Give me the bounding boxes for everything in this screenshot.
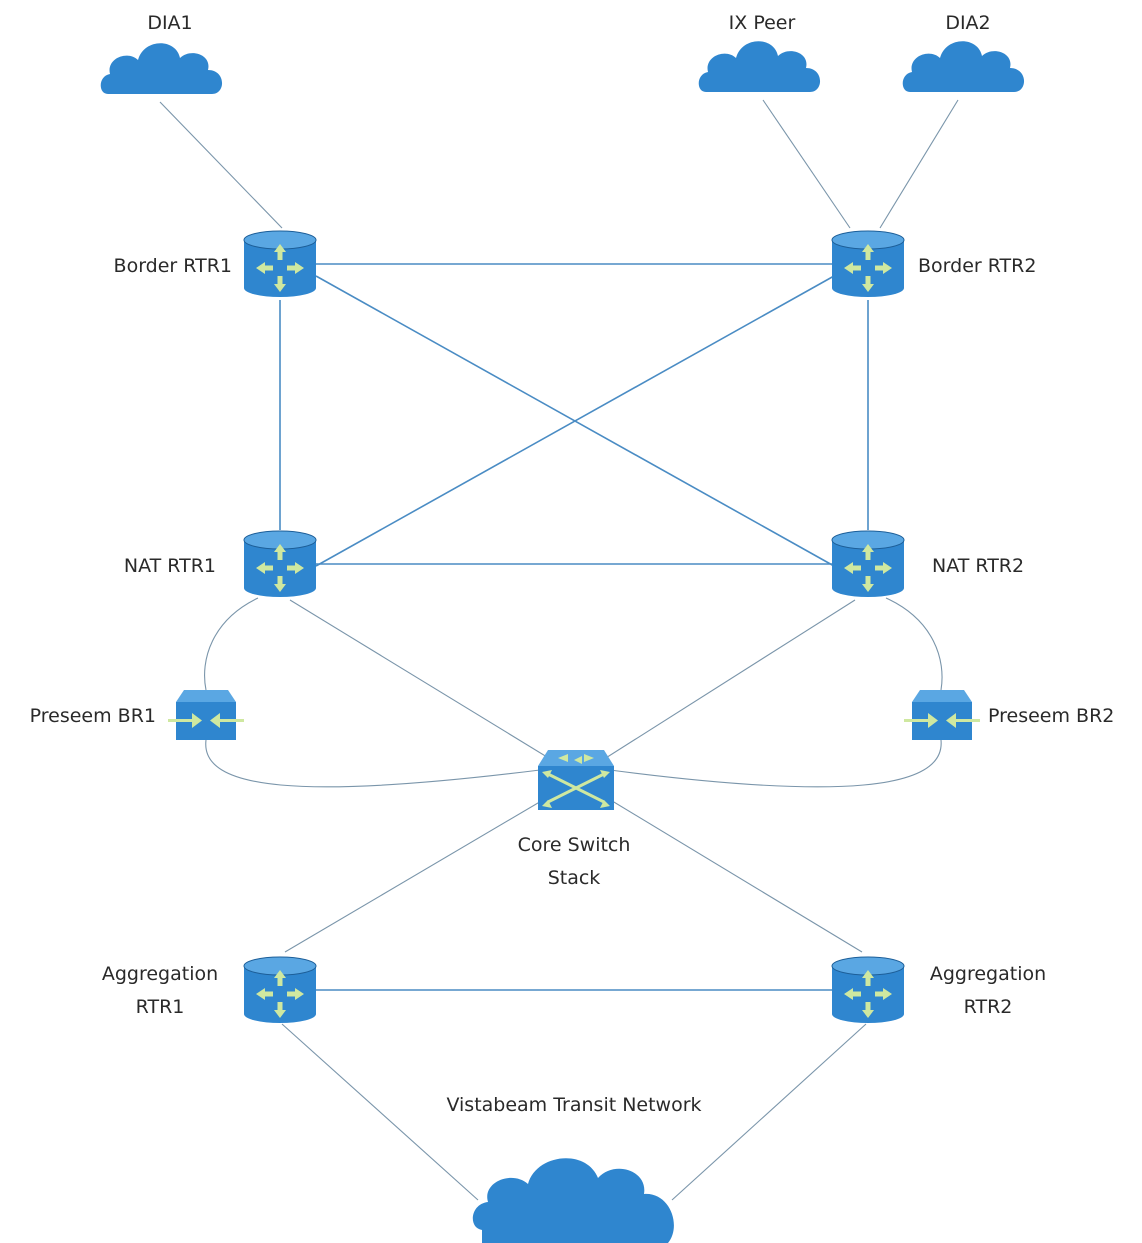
nat-rtr2-label: NAT RTR2 bbox=[932, 555, 1024, 577]
preseem-br1-bridge-icon bbox=[168, 690, 244, 740]
nat-rtr2-router-icon bbox=[831, 530, 905, 598]
link-dia2-border2 bbox=[879, 99, 959, 229]
core-switch-label-line1: Core Switch bbox=[518, 834, 631, 856]
nat-rtr1-router-icon bbox=[243, 530, 317, 598]
transit-label: Vistabeam Transit Network bbox=[446, 1094, 701, 1116]
core-switch-label-line2: Stack bbox=[548, 867, 601, 889]
transit-cloud-icon bbox=[472, 1158, 674, 1243]
link-core-agg2 bbox=[593, 789, 863, 953]
link-nat2-preseem2 bbox=[885, 597, 943, 691]
link-preseem2-core bbox=[609, 739, 942, 788]
link-ixpeer-border2 bbox=[762, 99, 851, 229]
nat-rtr1-label: NAT RTR1 bbox=[124, 555, 216, 577]
dia1-label: DIA1 bbox=[147, 12, 192, 34]
preseem-br2-label: Preseem BR2 bbox=[988, 705, 1114, 727]
link-agg1-transit bbox=[281, 1023, 479, 1201]
links bbox=[159, 99, 959, 1201]
link-core-agg1 bbox=[284, 789, 561, 953]
dia1-cloud-icon bbox=[100, 43, 223, 94]
link-nat1-preseem1 bbox=[204, 597, 259, 691]
link-border2-nat1 bbox=[315, 275, 835, 567]
border-rtr2-label: Border RTR2 bbox=[918, 255, 1036, 277]
ix-peer-label: IX Peer bbox=[729, 12, 796, 34]
preseem-br2-bridge-icon bbox=[904, 690, 980, 740]
agg-rtr1-router-icon bbox=[243, 956, 317, 1024]
link-agg2-transit bbox=[671, 1023, 867, 1201]
agg-rtr2-label-line2: RTR2 bbox=[964, 996, 1013, 1018]
border-rtr1-router-icon bbox=[243, 230, 317, 298]
dia2-cloud-icon bbox=[902, 41, 1025, 92]
agg-rtr1-label-line1: Aggregation bbox=[102, 963, 218, 985]
link-preseem1-core bbox=[205, 739, 541, 788]
link-nat1-core bbox=[289, 599, 566, 769]
core-switch-icon bbox=[536, 748, 616, 812]
ix-peer-cloud-icon bbox=[698, 41, 821, 92]
agg-rtr2-label-line1: Aggregation bbox=[930, 963, 1046, 985]
link-nat2-core bbox=[589, 599, 856, 769]
border-rtr1-label: Border RTR1 bbox=[114, 255, 232, 277]
border-rtr2-router-icon bbox=[831, 230, 905, 298]
preseem-br1-label: Preseem BR1 bbox=[30, 705, 156, 727]
agg-rtr1-label-line2: RTR1 bbox=[136, 996, 185, 1018]
agg-rtr2-router-icon bbox=[831, 956, 905, 1024]
dia2-label: DIA2 bbox=[945, 12, 990, 34]
link-dia1-border1 bbox=[159, 101, 283, 229]
